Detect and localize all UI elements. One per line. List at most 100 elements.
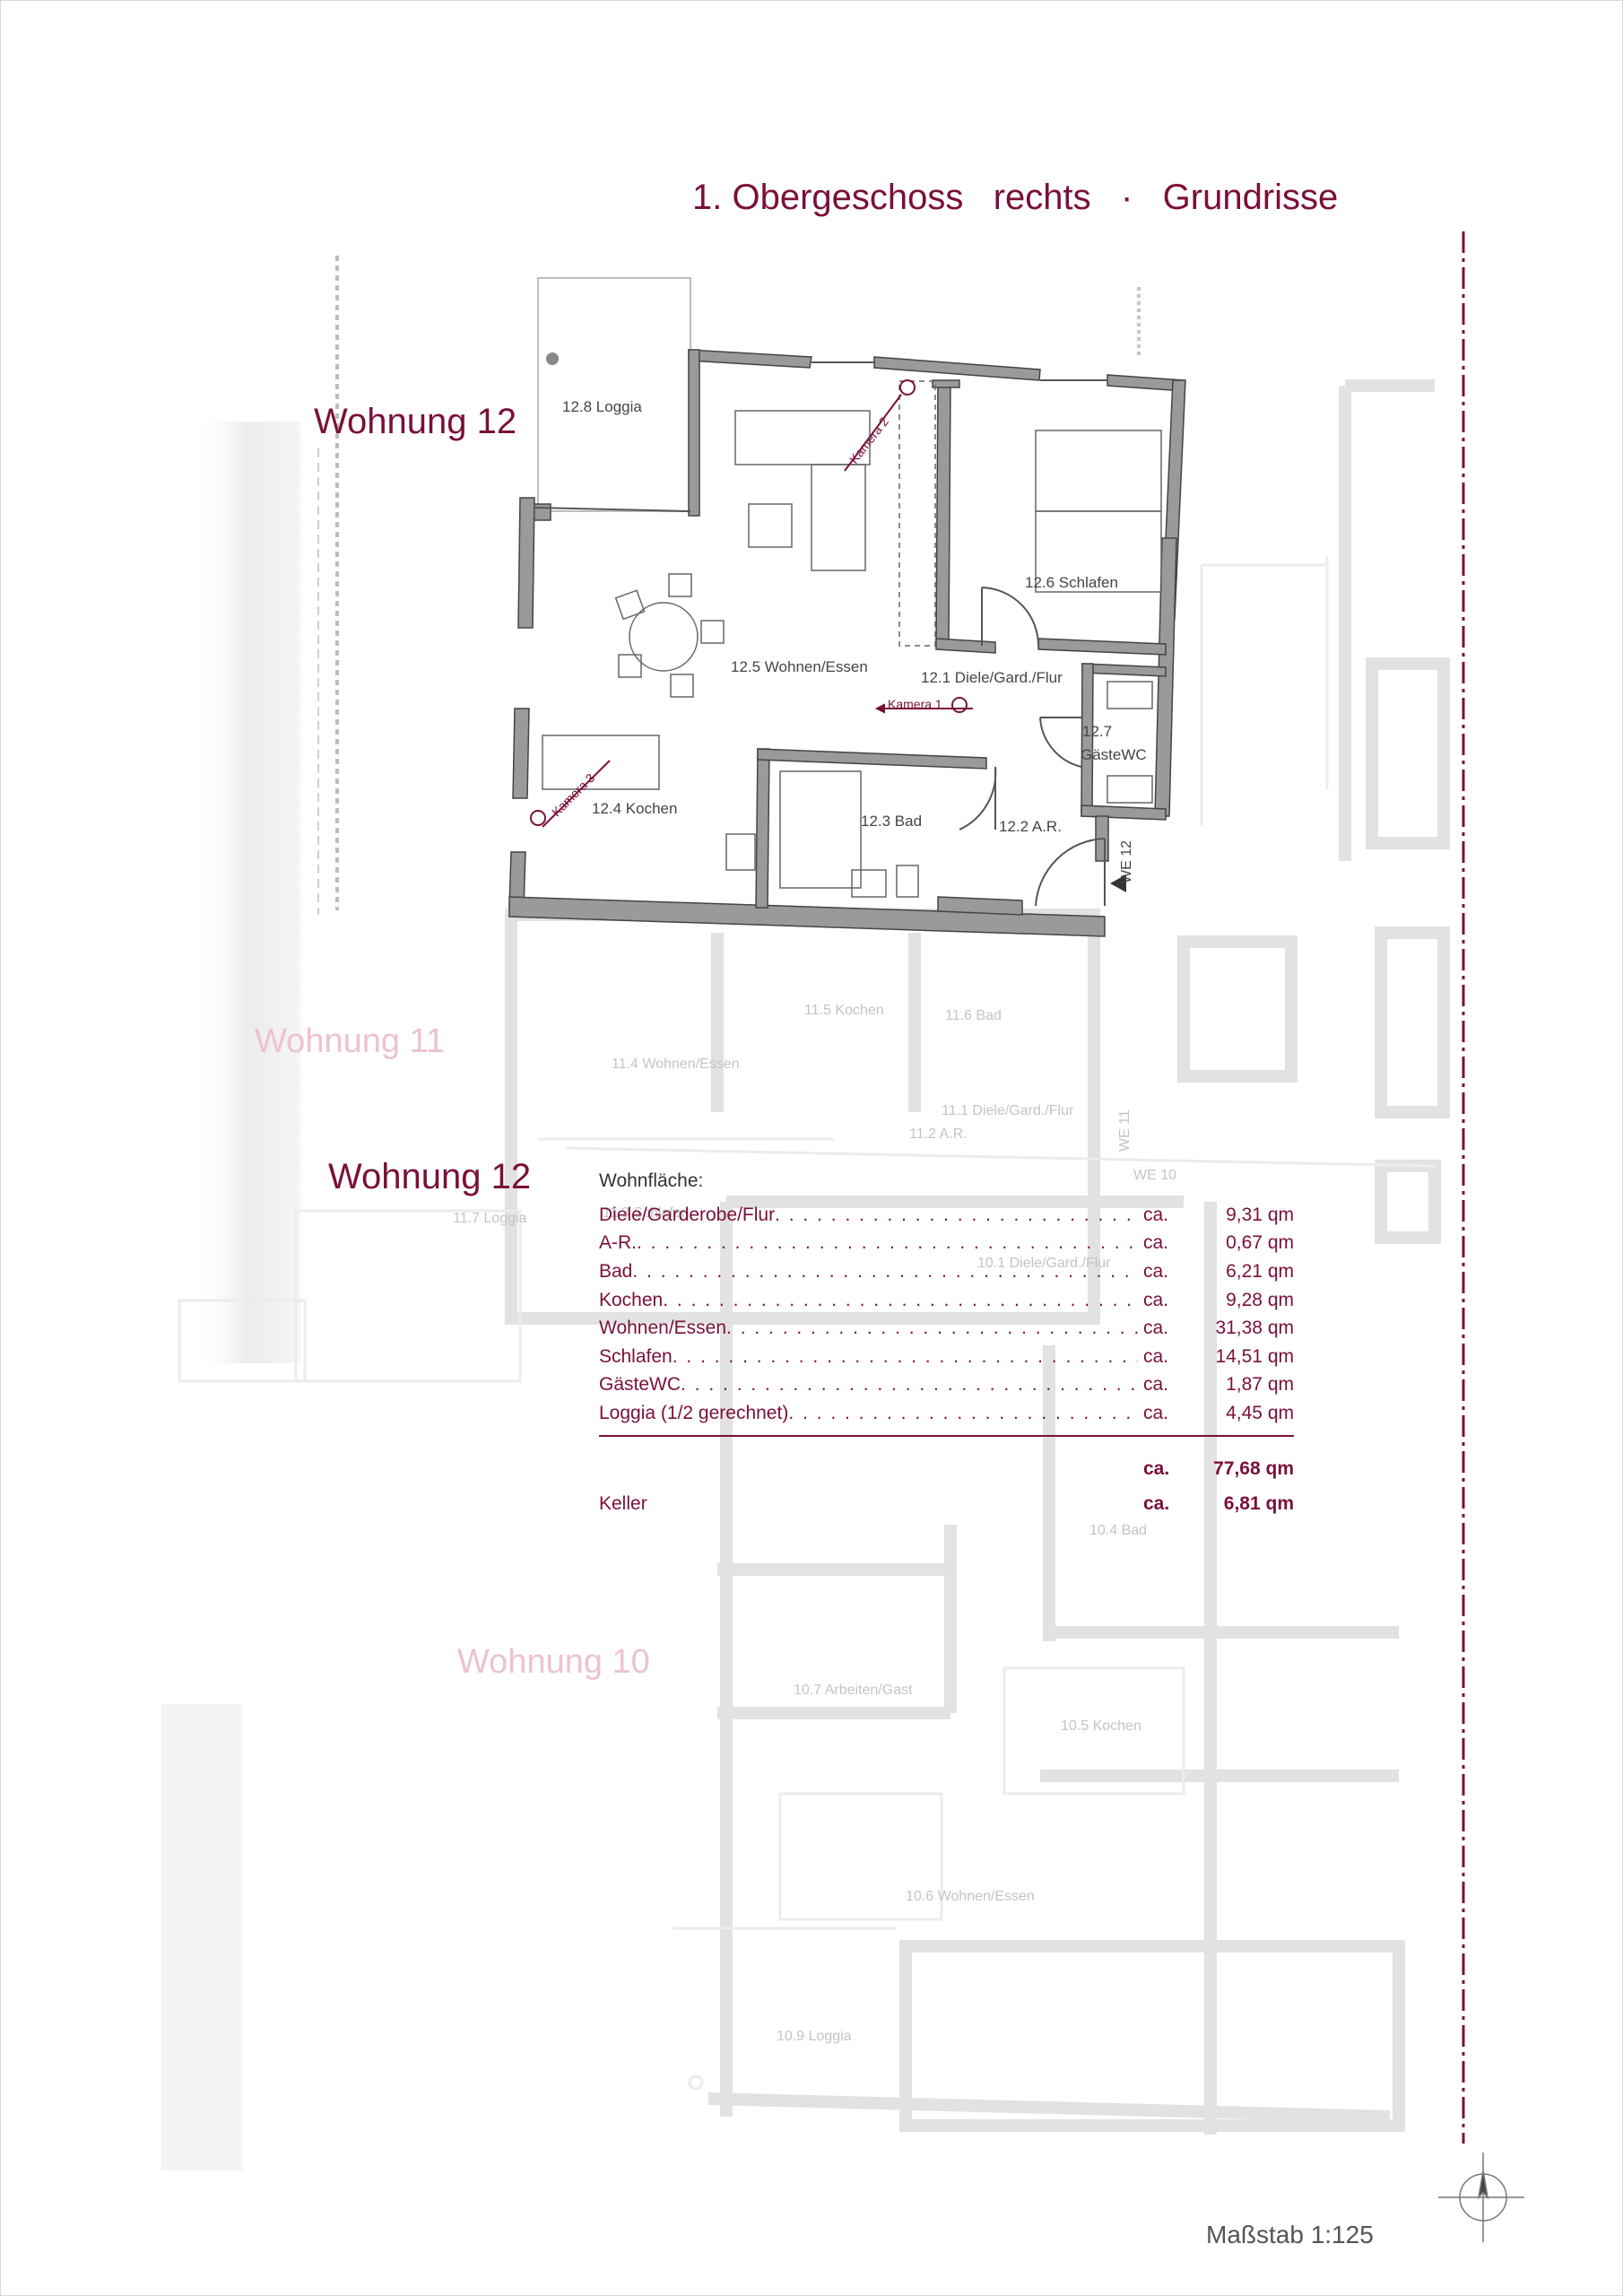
- furniture: [542, 380, 1162, 898]
- area-row-value: 31,38 qm: [1215, 1318, 1294, 1339]
- leader-dots: . . . . . . . . . . . . . . . . . . . . …: [663, 1289, 1138, 1310]
- area-row: Diele/Garderobe/Flur . . . . . . . . . .…: [599, 1201, 1294, 1230]
- ghost-plan-thin: [178, 556, 1436, 2091]
- area-table-heading: Wohnfläche:: [599, 1170, 704, 1191]
- area-row-value: 6,21 qm: [1226, 1260, 1294, 1282]
- leader-dots: . . . . . . . . . . . . . . . . . . . . …: [726, 1318, 1138, 1339]
- area-row-prefix: ca.: [1143, 1232, 1169, 1254]
- area-row-label: Diele/Garderobe/Flur: [599, 1204, 776, 1225]
- ghost-room-10-9: 10.9 Loggia: [777, 2029, 852, 2044]
- area-row-prefix: ca.: [1143, 1345, 1169, 1367]
- ghost-room-11-7: 11.7 Loggia: [453, 1211, 527, 1226]
- area-row-label-cell: A-R. . . . . . . . . . . . . . . . . . .…: [599, 1232, 1138, 1254]
- area-row: Bad . . . . . . . . . . . . . . . . . . …: [599, 1257, 1294, 1286]
- area-keller-prefix: ca.: [1143, 1493, 1170, 1515]
- ghost-room-11-5: 11.5 Kochen: [804, 1003, 884, 1018]
- entrance-arrow: [1110, 874, 1126, 892]
- area-row-value: 0,67 qm: [1226, 1232, 1294, 1254]
- area-row: Loggia (1/2 gerechnet) . . . . . . . . .…: [599, 1399, 1294, 1428]
- ghost-room-10-4: 10.4 Bad: [1089, 1523, 1148, 1538]
- area-table: Wohnfläche: Diele/Garderobe/Flur . . . .…: [599, 1170, 1294, 1518]
- loggia-drain: [546, 352, 559, 365]
- area-row-label: GästeWC: [599, 1374, 681, 1396]
- loggia: [537, 277, 691, 512]
- area-row: Wohnen/Essen . . . . . . . . . . . . . .…: [599, 1314, 1294, 1343]
- area-row-label: Kochen: [599, 1289, 664, 1310]
- area-row-label-cell: Bad . . . . . . . . . . . . . . . . . . …: [599, 1261, 1138, 1283]
- room-label-schlafen: 12.6 Schlafen: [1025, 574, 1118, 591]
- room-label-loggia: 12.8 Loggia: [562, 398, 642, 415]
- area-row-label: Loggia (1/2 gerechnet): [599, 1402, 789, 1423]
- area-row-label-cell: Loggia (1/2 gerechnet) . . . . . . . . .…: [599, 1403, 1138, 1424]
- area-row-label-cell: Schlafen . . . . . . . . . . . . . . . .…: [599, 1346, 1138, 1368]
- scale-label: Maßstab 1:125: [1206, 2221, 1374, 2248]
- area-row-value: 1,87 qm: [1226, 1374, 1294, 1396]
- north-arrow: [1438, 2152, 1524, 2242]
- greenery-band: [193, 422, 300, 1363]
- apartment-label-11: Wohnung 11: [255, 1022, 445, 1060]
- area-row-label-cell: Kochen . . . . . . . . . . . . . . . . .…: [599, 1290, 1138, 1311]
- area-total-prefix: ca.: [1143, 1457, 1170, 1479]
- area-table-rows: Diele/Garderobe/Flur . . . . . . . . . .…: [599, 1201, 1294, 1428]
- area-keller-row: Keller ca. 6,81 qm: [599, 1490, 1294, 1518]
- leader-dots: . . . . . . . . . . . . . . . . . . . . …: [788, 1402, 1138, 1423]
- ghost-room-10-7: 10.7 Arbeiten/Gast: [794, 1683, 913, 1698]
- leader-dots: . . . . . . . . . . . . . . . . . . . . …: [637, 1232, 1138, 1254]
- ghost-room-11-6: 11.6 Bad: [945, 1008, 1002, 1023]
- room-label-gaestewc-number: 12.7: [1082, 723, 1113, 740]
- leader-dots: . . . . . . . . . . . . . . . . . . . . …: [632, 1260, 1138, 1282]
- area-row-value: 9,28 qm: [1226, 1289, 1294, 1310]
- area-total-value: 77,68 qm: [1213, 1457, 1294, 1479]
- room-label-kochen: 12.4 Kochen: [592, 800, 678, 817]
- ghost-room-10-5: 10.5 Kochen: [1061, 1718, 1141, 1734]
- area-row-prefix: ca.: [1143, 1402, 1169, 1423]
- ghost-entrance-10: WE 10: [1133, 1168, 1177, 1183]
- leader-dots: . . . . . . . . . . . . . . . . . . . . …: [775, 1204, 1138, 1225]
- apartment-label-10: Wohnung 10: [457, 1643, 650, 1681]
- room-label-bad: 12.3 Bad: [861, 813, 923, 830]
- room-label-diele: 12.1 Diele/Gard./Flur: [921, 669, 1063, 686]
- table-apartment-label: Wohnung 12: [328, 1157, 532, 1196]
- area-row-label: A-R.: [599, 1232, 637, 1254]
- ghost-room-10-6: 10.6 Wohnen/Essen: [906, 1889, 1035, 1904]
- area-row-prefix: ca.: [1143, 1204, 1169, 1225]
- area-row-value: 9,31 qm: [1226, 1204, 1294, 1225]
- page-title: 1. Obergeschoss rechts · Grundrisse: [692, 178, 1339, 217]
- area-keller-value: 6,81 qm: [1223, 1493, 1294, 1515]
- entrance-label: WE 12: [1119, 839, 1134, 883]
- area-row-prefix: ca.: [1143, 1289, 1169, 1310]
- room-label-wohnen: 12.5 Wohnen/Essen: [731, 658, 868, 675]
- room-label-ar: 12.2 A.R.: [999, 818, 1062, 835]
- camera-markers: [530, 379, 973, 828]
- area-keller-label: Keller: [599, 1493, 647, 1515]
- area-row-value: 4,45 qm: [1226, 1402, 1294, 1423]
- area-row-prefix: ca.: [1143, 1318, 1169, 1339]
- greenery-band-lower: [161, 1704, 242, 2170]
- area-row-label: Schlafen: [599, 1345, 673, 1367]
- area-row-label: Bad: [599, 1260, 633, 1282]
- ghost-room-11-2: 11.2 A.R.: [909, 1126, 968, 1142]
- ghost-room-10-1: 10.1 Diele/Gard./Flur: [977, 1256, 1111, 1271]
- area-row-label-cell: GästeWC . . . . . . . . . . . . . . . . …: [599, 1374, 1138, 1396]
- ghost-plan: [505, 379, 1450, 2135]
- area-row: Schlafen . . . . . . . . . . . . . . . .…: [599, 1343, 1294, 1371]
- area-table-rule: [599, 1434, 1294, 1437]
- leader-dots: . . . . . . . . . . . . . . . . . . . . …: [681, 1374, 1138, 1396]
- walls: [508, 349, 1186, 937]
- area-row-value: 14,51 qm: [1215, 1345, 1294, 1367]
- doors: [959, 587, 1106, 907]
- area-row-prefix: ca.: [1143, 1374, 1169, 1396]
- area-row-label-cell: Diele/Garderobe/Flur . . . . . . . . . .…: [599, 1205, 1138, 1226]
- area-total-row: ca. 77,68 qm: [599, 1455, 1294, 1483]
- ghost-room-11-4: 11.4 Wohnen/Essen: [612, 1057, 740, 1072]
- room-label-gaestewc: GästeWC: [1081, 746, 1147, 763]
- ghost-room-11-3: 11.3 Schlafen: [603, 1205, 690, 1221]
- area-row-label-cell: Wohnen/Essen . . . . . . . . . . . . . .…: [599, 1318, 1138, 1339]
- ghost-entrance-11: WE 11: [1117, 1109, 1133, 1152]
- ghost-room-11-1: 11.1 Diele/Gard./Flur: [942, 1103, 1074, 1118]
- area-row: A-R. . . . . . . . . . . . . . . . . . .…: [599, 1230, 1294, 1258]
- area-row-label: Wohnen/Essen: [599, 1318, 727, 1339]
- area-row-prefix: ca.: [1143, 1260, 1169, 1282]
- camera-label-1: Kamera 1: [888, 697, 942, 711]
